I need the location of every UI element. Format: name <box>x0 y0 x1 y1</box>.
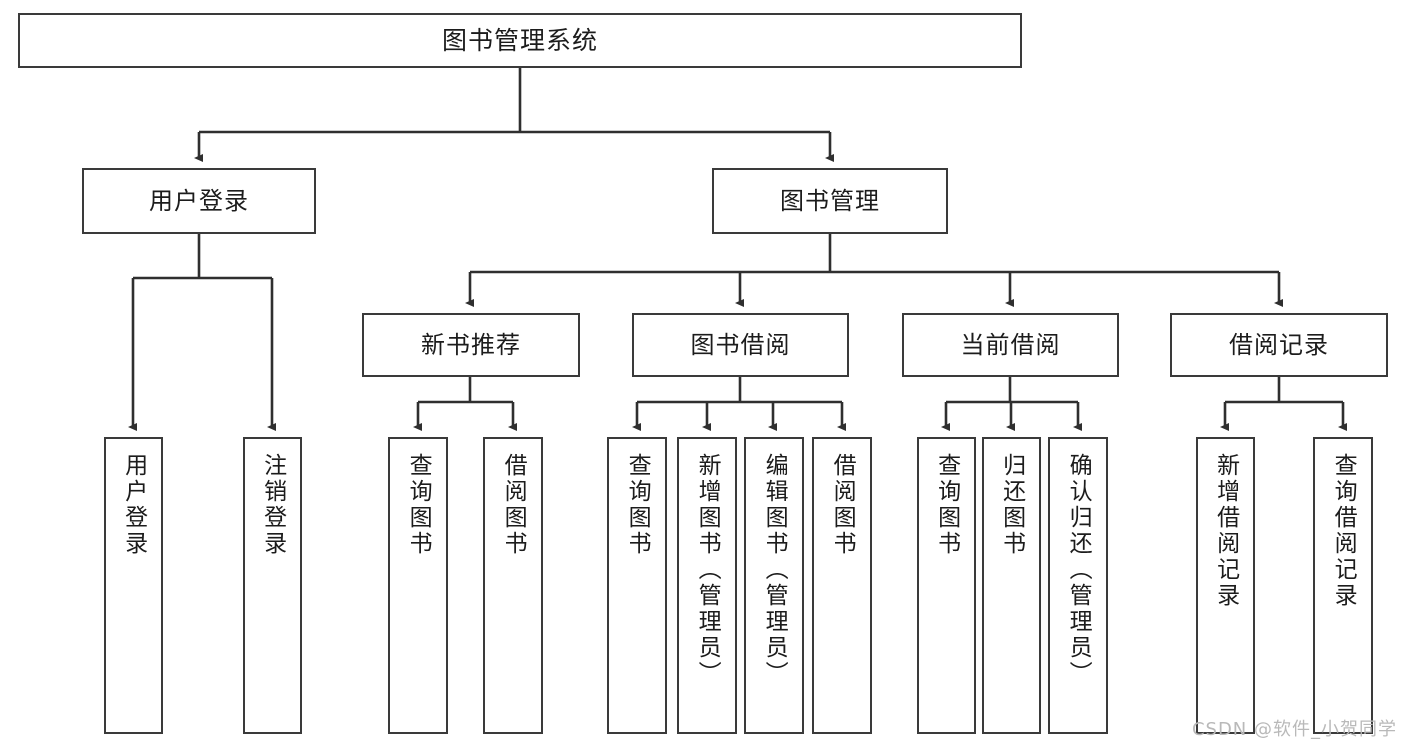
node-leaf-label: 查询图书 <box>405 453 432 557</box>
node-leaf-label: 编辑图书（管理员） <box>761 453 788 687</box>
node-leaf-confirm-return-admin[interactable]: 确认归还（管理员） <box>1048 437 1108 734</box>
node-user-login[interactable]: 用户登录 <box>82 168 316 234</box>
node-leaf-add-borrow-record[interactable]: 新增借阅记录 <box>1196 437 1255 734</box>
node-leaf-borrow-book-recommend[interactable]: 借阅图书 <box>483 437 543 734</box>
node-leaf-query-book[interactable]: 查询图书 <box>607 437 667 734</box>
node-leaf-user-login[interactable]: 用户登录 <box>104 437 163 734</box>
node-leaf-label: 注销登录 <box>259 453 286 557</box>
node-leaf-borrow-book[interactable]: 借阅图书 <box>812 437 872 734</box>
watermark-text: CSDN @软件_小贺同学 <box>1191 719 1397 740</box>
node-leaf-return-book[interactable]: 归还图书 <box>982 437 1041 734</box>
node-leaf-label: 归还图书 <box>998 453 1025 557</box>
node-leaf-label: 查询图书 <box>933 453 960 557</box>
node-root[interactable]: 图书管理系统 <box>18 13 1022 68</box>
node-book-borrow[interactable]: 图书借阅 <box>632 313 849 377</box>
node-leaf-label: 新增图书（管理员） <box>694 453 721 687</box>
node-leaf-label: 新增借阅记录 <box>1212 453 1239 609</box>
node-new-book-recommend[interactable]: 新书推荐 <box>362 313 580 377</box>
node-leaf-query-book-recommend[interactable]: 查询图书 <box>388 437 448 734</box>
node-borrow-records[interactable]: 借阅记录 <box>1170 313 1388 377</box>
node-leaf-add-book-admin[interactable]: 新增图书（管理员） <box>677 437 737 734</box>
node-leaf-query-book-current[interactable]: 查询图书 <box>917 437 976 734</box>
node-leaf-query-borrow-record[interactable]: 查询借阅记录 <box>1313 437 1373 734</box>
node-book-management[interactable]: 图书管理 <box>712 168 948 234</box>
node-leaf-label: 借阅图书 <box>500 453 527 557</box>
node-leaf-label: 用户登录 <box>120 453 147 557</box>
node-current-borrow[interactable]: 当前借阅 <box>902 313 1119 377</box>
node-leaf-label: 查询图书 <box>624 453 651 557</box>
node-leaf-label: 查询借阅记录 <box>1330 453 1357 609</box>
node-leaf-edit-book-admin[interactable]: 编辑图书（管理员） <box>744 437 804 734</box>
node-leaf-label: 借阅图书 <box>829 453 856 557</box>
node-leaf-logout[interactable]: 注销登录 <box>243 437 302 734</box>
node-leaf-label: 确认归还（管理员） <box>1065 453 1092 687</box>
